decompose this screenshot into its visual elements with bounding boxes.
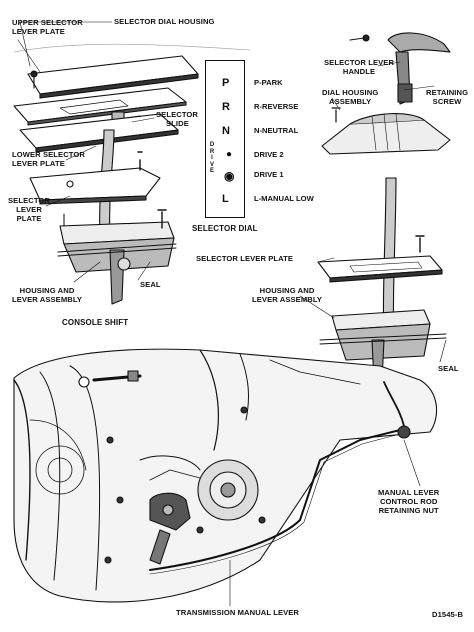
bolt-and-washer [78,370,142,388]
selector-slide-label: SELECTOR SLIDE [156,110,198,128]
dial-drive-label: D R I V E [207,142,217,175]
label-line: SELECTOR LEVER [324,58,395,67]
legend-drive1: DRIVE 1 [254,170,284,179]
seal-right-label: SEAL [438,364,459,373]
dial-position-drive2: ● [226,149,233,160]
label-line: LEVER PLATE [12,159,65,168]
upper-selector-lever-plate-label: UPPER SELECTOR LEVER PLATE [12,18,83,36]
dial-letter-p: P [222,77,230,89]
selector-lever-plate-left-label: SELECTOR LEVER PLATE [8,196,50,223]
label-line: CONTROL ROD [379,497,438,506]
upper-selector-lever-plate [27,55,199,99]
drive-letter: D [209,142,215,148]
selector-dial-housing-gasket [13,87,187,126]
label-line: PLATE [16,214,42,223]
selector-lever-handle-label: SELECTOR LEVER HANDLE [324,58,394,76]
dial-housing-assembly [321,113,451,155]
label-line: RETAINING [426,88,469,97]
transmission-manual-lever-part [149,492,191,565]
dial-position-drive1: ◉ [224,169,235,183]
drive-letter: V [209,161,214,168]
manual-lever-control-rod [149,429,401,575]
label-line: HOUSING AND [19,286,75,295]
drive-letter: R [209,148,215,155]
legend-reverse: R-REVERSE [254,102,299,111]
label-line: DIAL HOUSING [322,88,379,97]
label-line: HOUSING AND [259,286,315,295]
label-line: LEVER [16,205,42,214]
legend-neutral: N-NEUTRAL [254,126,299,135]
selector-lever-plate-right-label: SELECTOR LEVER PLATE [196,254,294,263]
drive-letter: I [211,155,213,162]
selector-lever-plate-left-part [29,167,161,205]
bell-housing-detail [29,419,87,495]
label-line: SLIDE [166,119,189,128]
dial-housing-assembly-label: DIAL HOUSING ASSEMBLY [322,88,378,106]
selector-dial-housing-label: SELECTOR DIAL HOUSING [114,17,215,26]
label-line: RETAINING NUT [378,506,439,515]
selector-lever-plate-right-part [317,255,443,283]
lower-selector-lever-plate-label: LOWER SELECTOR LEVER PLATE [12,150,85,168]
label-line: HANDLE [342,67,376,76]
label-line: MANUAL LEVER [378,488,440,497]
drive-letter: E [209,168,214,175]
case-bolts [104,406,266,564]
housing-lever-assembly-left-label: HOUSING AND LEVER ASSEMBLY [12,286,82,304]
legend-manual-low: L-MANUAL LOW [254,194,314,203]
label-line: LEVER PLATE [12,27,65,36]
selector-dial-title: SELECTOR DIAL [192,224,258,233]
label-line: UPPER SELECTOR [12,18,83,27]
transmission-manual-lever-label: TRANSMISSION MANUAL LEVER [176,608,300,617]
dial-letter-r: R [222,101,230,113]
label-line: LEVER ASSEMBLY [12,295,83,304]
label-line: LEVER ASSEMBLY [252,295,323,304]
retaining-nut [383,381,411,439]
dial-letter-n: N [222,125,230,137]
seal-left-label: SEAL [140,280,161,289]
label-line: SCREW [432,97,462,106]
valve-body-detail [139,455,259,521]
label-line: LOWER SELECTOR [12,150,85,159]
housing-lever-assembly-right [331,309,431,383]
dial-letter-l: L [222,193,229,205]
legend-park: P-PARK [254,78,283,87]
manual-lever-rod-nut-label: MANUAL LEVER CONTROL ROD RETAINING NUT [378,488,439,515]
label-line: SELECTOR [8,196,51,205]
figure-code: D1545-B [432,610,464,619]
label-line: ASSEMBLY [329,97,372,106]
housing-lever-assembly-right-label: HOUSING AND LEVER ASSEMBLY [252,286,322,304]
console-shift-label: CONSOLE SHIFT [62,318,129,327]
legend-drive2: DRIVE 2 [254,150,284,159]
retaining-screw-label: RETAINING SCREW [426,88,468,106]
selector-lever-handle [349,32,451,105]
label-line: SELECTOR [156,110,199,119]
selector-dial-panel: P R N ● ◉ L [205,60,245,218]
